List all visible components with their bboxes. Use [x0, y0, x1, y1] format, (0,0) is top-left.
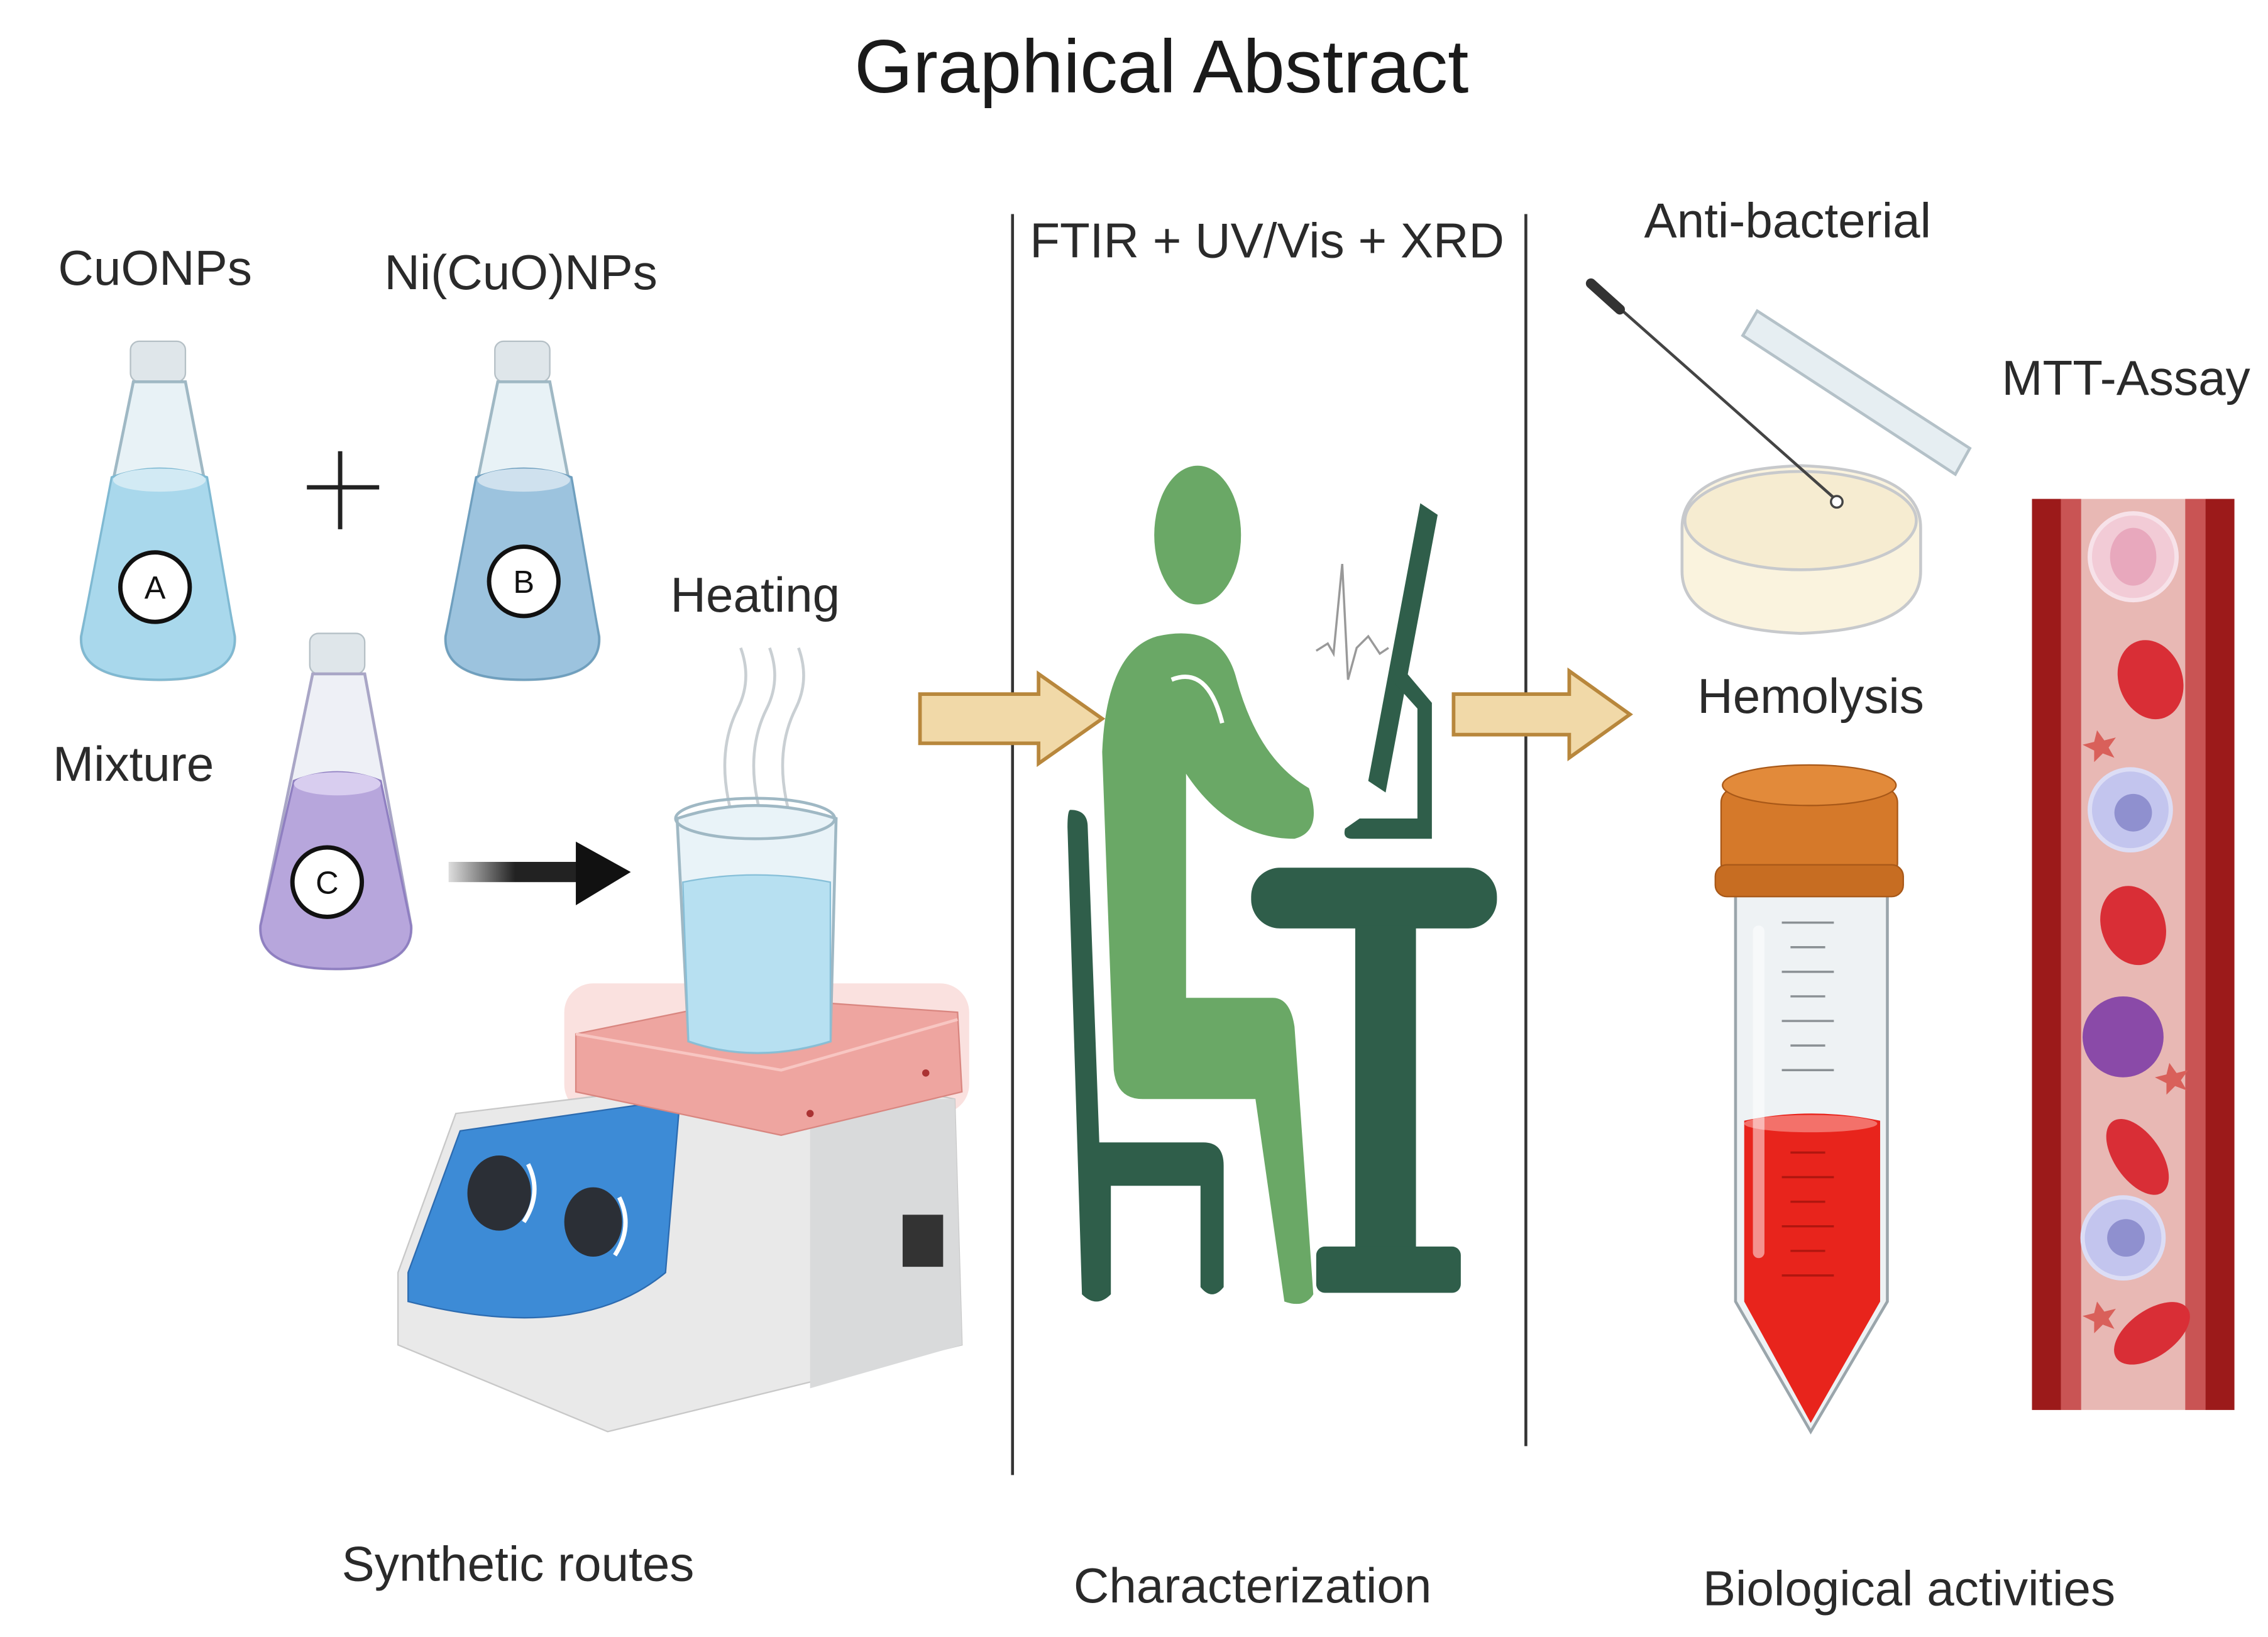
flow-arrow-1-icon [918, 670, 1106, 768]
flask-c-icon: C [259, 632, 413, 971]
biological-section: Anti-bacterial Hemolysis MTT-Assay [1585, 192, 2250, 1435]
plus-icon [307, 451, 380, 529]
flask-a-icon: A [80, 340, 236, 681]
arrow-right-icon [448, 841, 631, 906]
flask-b-letter: B [513, 564, 534, 600]
caption-characterization: Characterization [1074, 1558, 1431, 1613]
hemolysis-label: Hemolysis [1697, 668, 1924, 724]
synthesis-section: CuONPs Ni(CuO)NPs Mixture Heating A B [53, 240, 969, 1433]
flask-a-letter: A [145, 570, 166, 605]
blood-vessel-icon [2032, 499, 2235, 1410]
person-at-computer-icon [1067, 465, 1497, 1304]
flow-arrow-2-icon [1451, 667, 1633, 761]
blood-tube-icon [1714, 764, 1904, 1435]
flask-b-icon: B [444, 340, 601, 681]
heating-label: Heating [671, 567, 840, 622]
antibacterial-label: Anti-bacterial [1644, 192, 1931, 248]
caption-biological-activities: Biological activities [1703, 1560, 2115, 1616]
techniques-label: FTIR + UV/Vis + XRD [1030, 212, 1504, 268]
mixture-label: Mixture [53, 736, 214, 791]
mtt-assay-label: MTT-Assay [2001, 350, 2250, 405]
characterization-section: FTIR + UV/Vis + XRD [1030, 212, 1504, 1304]
flask-c-letter: C [316, 865, 339, 901]
petri-dish-icon [1585, 278, 1972, 635]
flask-a-label: CuONPs [58, 240, 252, 295]
caption-synthetic-routes: Synthetic routes [342, 1536, 695, 1591]
flask-b-label: Ni(CuO)NPs [384, 245, 657, 300]
page-title: Graphical Abstract [854, 25, 1468, 109]
hotplate-stirrer-icon [397, 647, 969, 1433]
